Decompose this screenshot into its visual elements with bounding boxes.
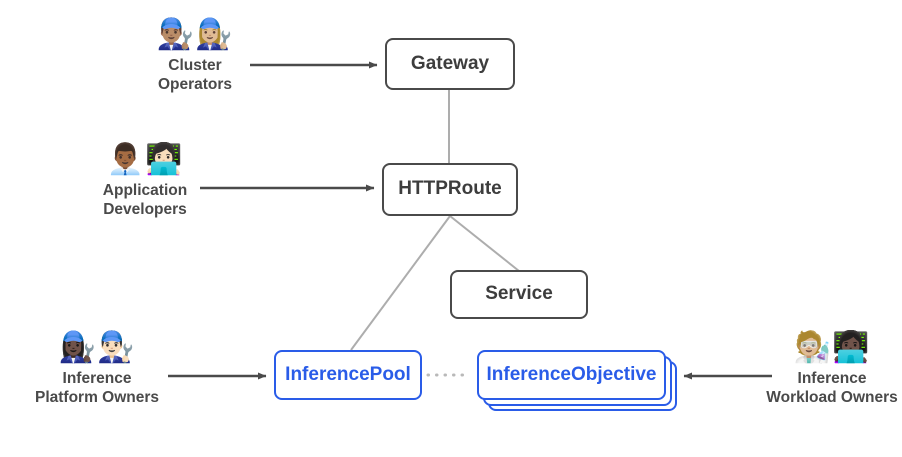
cluster-operators-label: Cluster Operators bbox=[157, 57, 233, 94]
node-httproute-label: HTTPRoute bbox=[398, 178, 502, 200]
inference-platform-owners-emoji: 👩🏿‍🔧👨🏻‍🔧 bbox=[58, 330, 136, 365]
inference-platform-owners-label: Inference Platform Owners bbox=[34, 370, 160, 407]
node-gateway[interactable]: Gateway bbox=[385, 38, 515, 90]
actor-cluster-operators: 👨🏽‍🔧👩🏼‍🔧 Cluster Operators bbox=[134, 20, 256, 95]
node-gateway-label: Gateway bbox=[410, 52, 490, 74]
node-inferencepool[interactable]: InferencePool bbox=[274, 350, 422, 400]
node-service[interactable]: Service bbox=[450, 270, 588, 319]
inference-workload-owners-emoji: 🧑🏼‍🔬👩🏿‍💻 bbox=[793, 330, 871, 365]
cluster-operators-emoji: 👨🏽‍🔧👩🏼‍🔧 bbox=[156, 17, 234, 52]
node-inferencepool-label: InferencePool bbox=[285, 363, 411, 385]
node-httproute[interactable]: HTTPRoute bbox=[382, 163, 518, 216]
actor-inference-platform-owners: 👩🏿‍🔧👨🏻‍🔧 Inference Platform Owners bbox=[24, 333, 170, 408]
node-service-label: Service bbox=[485, 283, 553, 305]
node-inferenceobjective-label: InferenceObjective bbox=[486, 363, 657, 385]
actor-inference-workload-owners: 🧑🏼‍🔬👩🏿‍💻 Inference Workload Owners bbox=[762, 333, 902, 408]
node-inferenceobjective[interactable]: InferenceObjective bbox=[477, 350, 677, 412]
application-developers-label: Application Developers bbox=[102, 182, 188, 219]
actor-application-developers: 👨🏾‍💼👩🏻‍💻 Application Developers bbox=[84, 145, 206, 220]
inference-workload-owners-label: Inference Workload Owners bbox=[766, 370, 898, 407]
connector-httproute-service bbox=[449, 215, 520, 272]
application-developers-emoji: 👨🏾‍💼👩🏻‍💻 bbox=[106, 142, 184, 177]
connector-httproute-inferencepool bbox=[350, 215, 451, 351]
inferenceobjective-stack-card-front[interactable]: InferenceObjective bbox=[477, 350, 666, 400]
